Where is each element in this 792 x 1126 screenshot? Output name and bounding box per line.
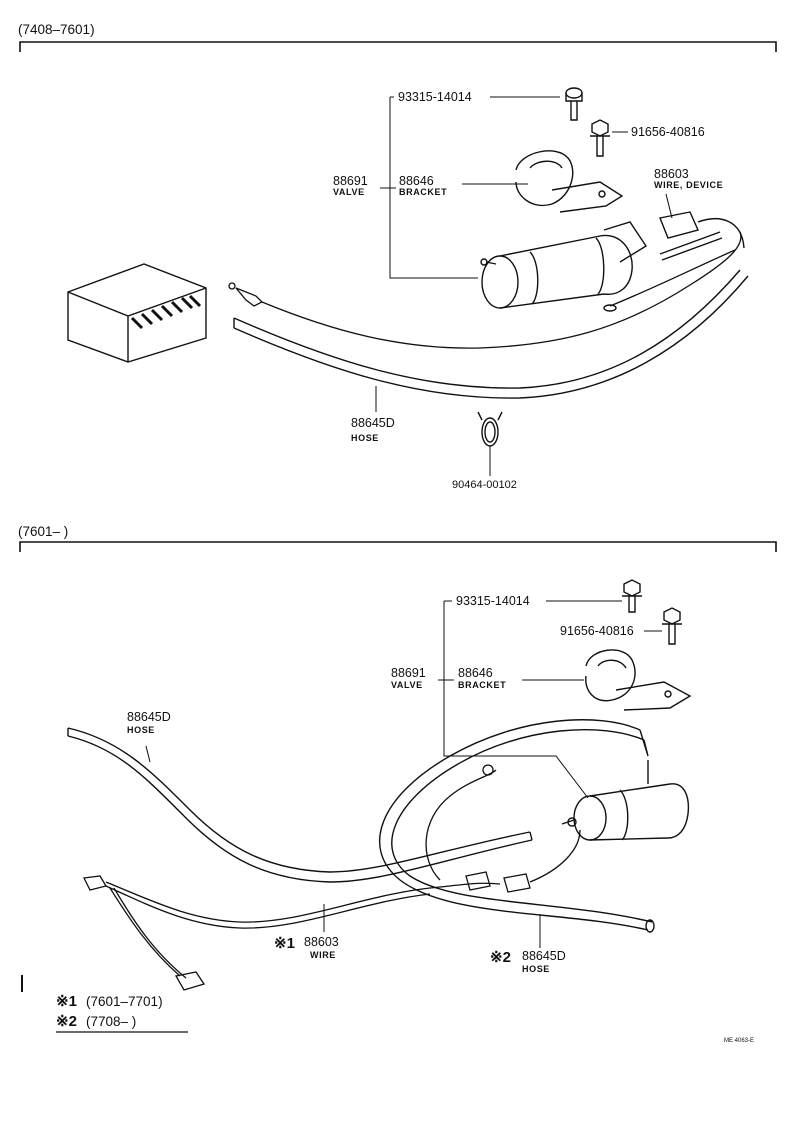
valve-illustration-2 bbox=[561, 760, 690, 841]
footnote-2-mark: ※2 bbox=[56, 1013, 77, 1030]
footnote-1-range: (7601–7701) bbox=[86, 994, 163, 1009]
section-1-hose-name: HOSE bbox=[351, 433, 379, 443]
right-hose-illustration bbox=[378, 719, 655, 933]
section-1-leaders bbox=[375, 96, 673, 476]
section-2-bracket-number: 88646 bbox=[458, 666, 493, 680]
wire-harness-illustration bbox=[83, 764, 581, 991]
section-1-bolt-b-number: 91656-40816 bbox=[631, 125, 705, 139]
section-2-wire-mark: ※1 bbox=[274, 935, 295, 952]
section-2-bolt-b-number: 91656-40816 bbox=[560, 624, 634, 638]
section-2-frame bbox=[19, 541, 777, 552]
section-1-clip-number: 90464-00102 bbox=[452, 479, 517, 491]
valve-illustration bbox=[480, 221, 647, 312]
section-2-wire-number: 88603 bbox=[304, 935, 339, 949]
section-2-left-hose-number: 88645D bbox=[127, 710, 171, 724]
section-2-right-hose-mark: ※2 bbox=[490, 949, 511, 966]
section-2-leaders bbox=[145, 600, 662, 948]
section-1-bracket-number: 88646 bbox=[399, 174, 434, 188]
bolt-91656-illustration bbox=[590, 119, 610, 157]
section-2-right-hose-number: 88645D bbox=[522, 949, 566, 963]
bolt-93315-illustration-2 bbox=[622, 579, 642, 613]
hose-illustration bbox=[233, 231, 749, 399]
section-2-valve-number: 88691 bbox=[391, 666, 426, 680]
section-2-left-hose-name: HOSE bbox=[127, 725, 155, 735]
footnote-1-mark: ※1 bbox=[56, 993, 77, 1010]
section-1-frame bbox=[19, 41, 777, 52]
section-2: (7601– ) bbox=[18, 524, 777, 991]
section-2-wire-name: WIRE bbox=[310, 950, 336, 960]
wire-terminal-illustration bbox=[228, 231, 742, 349]
bolt-91656-illustration-2 bbox=[662, 607, 682, 645]
footnote-2-range: (7708– ) bbox=[86, 1014, 136, 1029]
footnotes: ※1 (7601–7701) ※2 (7708– ) bbox=[21, 975, 188, 1033]
section-2-valve-name: VALVE bbox=[391, 680, 423, 690]
section-2-bolt-a-number: 93315-14014 bbox=[456, 594, 530, 608]
section-1-valve-name: VALVE bbox=[333, 187, 365, 197]
bracket-illustration bbox=[515, 150, 624, 213]
section-2-range: (7601– ) bbox=[18, 524, 68, 539]
section-1-range: (7408–7601) bbox=[18, 22, 95, 37]
section-1-bolt-a-number: 93315-14014 bbox=[398, 90, 472, 104]
wire-device-connector-illustration bbox=[659, 211, 745, 249]
section-1-hose-number: 88645D bbox=[351, 416, 395, 430]
clip-illustration bbox=[477, 411, 503, 447]
section-1-wire-name: WIRE, DEVICE bbox=[654, 180, 723, 190]
section-1: (7408–7601) bbox=[18, 22, 777, 491]
relay-block-illustration bbox=[67, 263, 207, 363]
section-2-bracket-name: BRACKET bbox=[458, 680, 506, 690]
section-2-right-hose-name: HOSE bbox=[522, 964, 550, 974]
bolt-93315-illustration bbox=[565, 87, 583, 121]
drawing-code: ME 4063-E bbox=[724, 1038, 754, 1044]
bracket-illustration-2 bbox=[585, 649, 692, 711]
left-hose-illustration bbox=[67, 727, 533, 883]
section-1-bracket-name: BRACKET bbox=[399, 187, 447, 197]
section-1-wire-number: 88603 bbox=[654, 167, 689, 181]
section-1-valve-number: 88691 bbox=[333, 174, 368, 188]
